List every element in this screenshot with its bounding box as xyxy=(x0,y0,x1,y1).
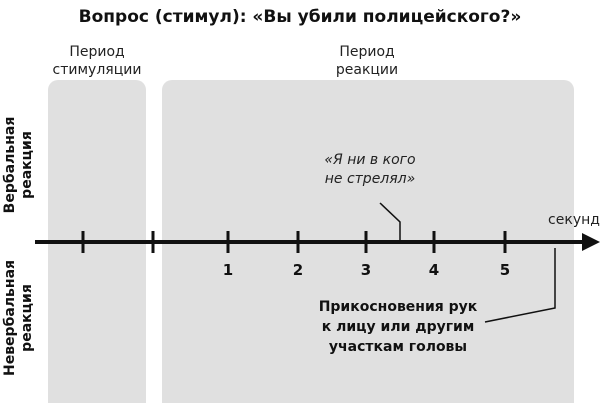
nonverbal-annotation-line-3: участкам головы xyxy=(329,339,467,355)
nonverbal-leader-line xyxy=(484,248,556,323)
tick-label-4: 4 xyxy=(429,261,439,279)
axis-unit-label: секунд xyxy=(548,212,600,228)
verbal-label-1: Вербальная xyxy=(2,117,18,214)
diagram-title: Вопрос (стимул): «Вы убили полицейского?… xyxy=(79,7,522,27)
verbal-annotation-line-2: не стрелял» xyxy=(325,171,416,187)
verbal-leader-line xyxy=(379,202,401,242)
nonverbal-annotation-line-1: Прикосновения рук xyxy=(319,299,478,315)
tick-label-5: 5 xyxy=(500,261,510,279)
axis-ticks xyxy=(81,231,507,253)
nonverbal-annotation-line-2: к лицу или другим xyxy=(322,319,475,335)
nonverbal-label-2: реакция xyxy=(19,284,35,352)
reaction-period-label-1: Период xyxy=(339,44,394,60)
verbal-label-2: реакция xyxy=(19,131,35,199)
stimulation-period-label-1: Период xyxy=(69,44,124,60)
axis-arrow-icon xyxy=(582,233,600,251)
tick-label-3: 3 xyxy=(361,261,371,279)
nonverbal-label-1: Невербальная xyxy=(2,260,18,376)
tick-label-2: 2 xyxy=(293,261,303,279)
tick-label-1: 1 xyxy=(223,261,233,279)
stimulation-period-label-2: стимуляции xyxy=(53,62,142,78)
reaction-period-label-2: реакции xyxy=(336,62,398,78)
verbal-annotation-line-1: «Я ни в кого xyxy=(324,152,415,168)
